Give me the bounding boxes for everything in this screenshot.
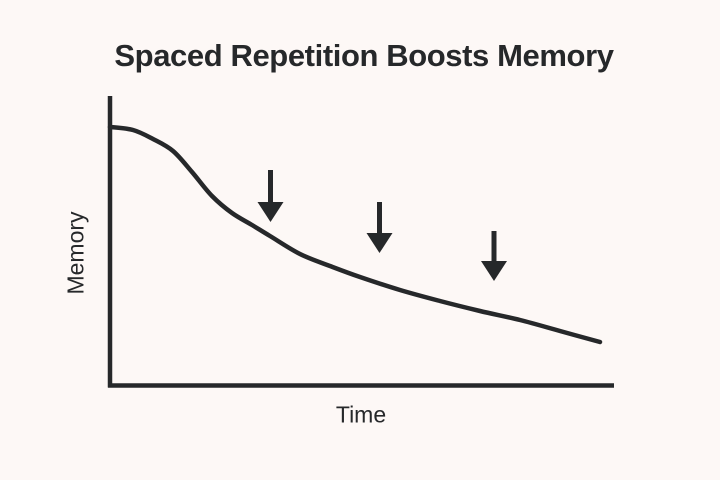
y-axis-label: Memory — [62, 211, 89, 295]
review-arrow-2-head — [366, 233, 393, 253]
x-axis-label: Time — [335, 401, 387, 428]
review-arrow-3-head — [481, 261, 507, 281]
chart-title: Spaced Repetition Boosts Memory — [114, 38, 614, 73]
review-arrow-3 — [481, 231, 507, 281]
review-arrow-2 — [366, 202, 393, 253]
memory-retention-curve — [107, 124, 603, 345]
review-arrow-1 — [257, 170, 284, 222]
review-arrow-1-head — [257, 202, 284, 222]
